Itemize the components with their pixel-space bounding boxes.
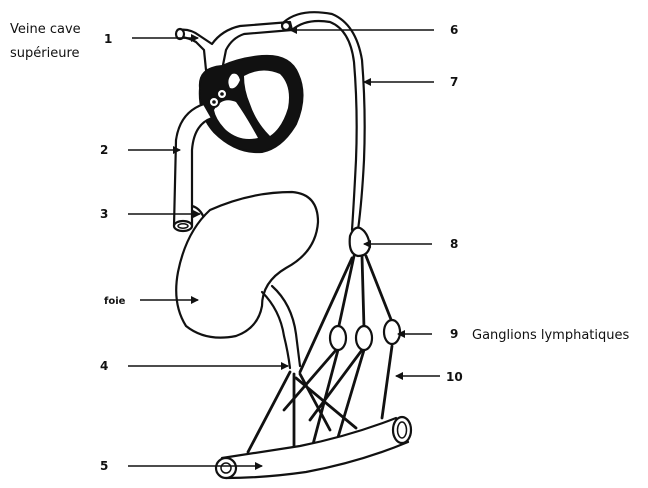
- number-10: 10: [446, 370, 463, 384]
- lymph-node: [330, 326, 346, 350]
- lymph-node: [384, 320, 400, 344]
- label-veine-cave-line2: supérieure: [10, 46, 80, 61]
- cisterna-chyli: [350, 228, 370, 256]
- number-6: 6: [450, 23, 458, 37]
- label-ganglions: Ganglions lymphatiques: [472, 328, 629, 343]
- label-foie: foie: [104, 296, 126, 307]
- number-2: 2: [100, 143, 108, 157]
- lymph-node: [356, 326, 372, 350]
- number-7: 7: [450, 75, 458, 89]
- hepatic-lymph-vessel: [262, 286, 300, 368]
- heart: [200, 56, 303, 152]
- bottom-vessel: [216, 417, 411, 478]
- number-5: 5: [100, 459, 108, 473]
- number-1: 1: [104, 32, 112, 46]
- number-4: 4: [100, 359, 108, 373]
- number-8: 8: [450, 237, 458, 251]
- label-veine-cave-line1: Veine cave: [10, 22, 81, 37]
- lymphatic-vessels-network: [248, 256, 392, 452]
- number-9: 9: [450, 327, 458, 341]
- number-3: 3: [100, 207, 108, 221]
